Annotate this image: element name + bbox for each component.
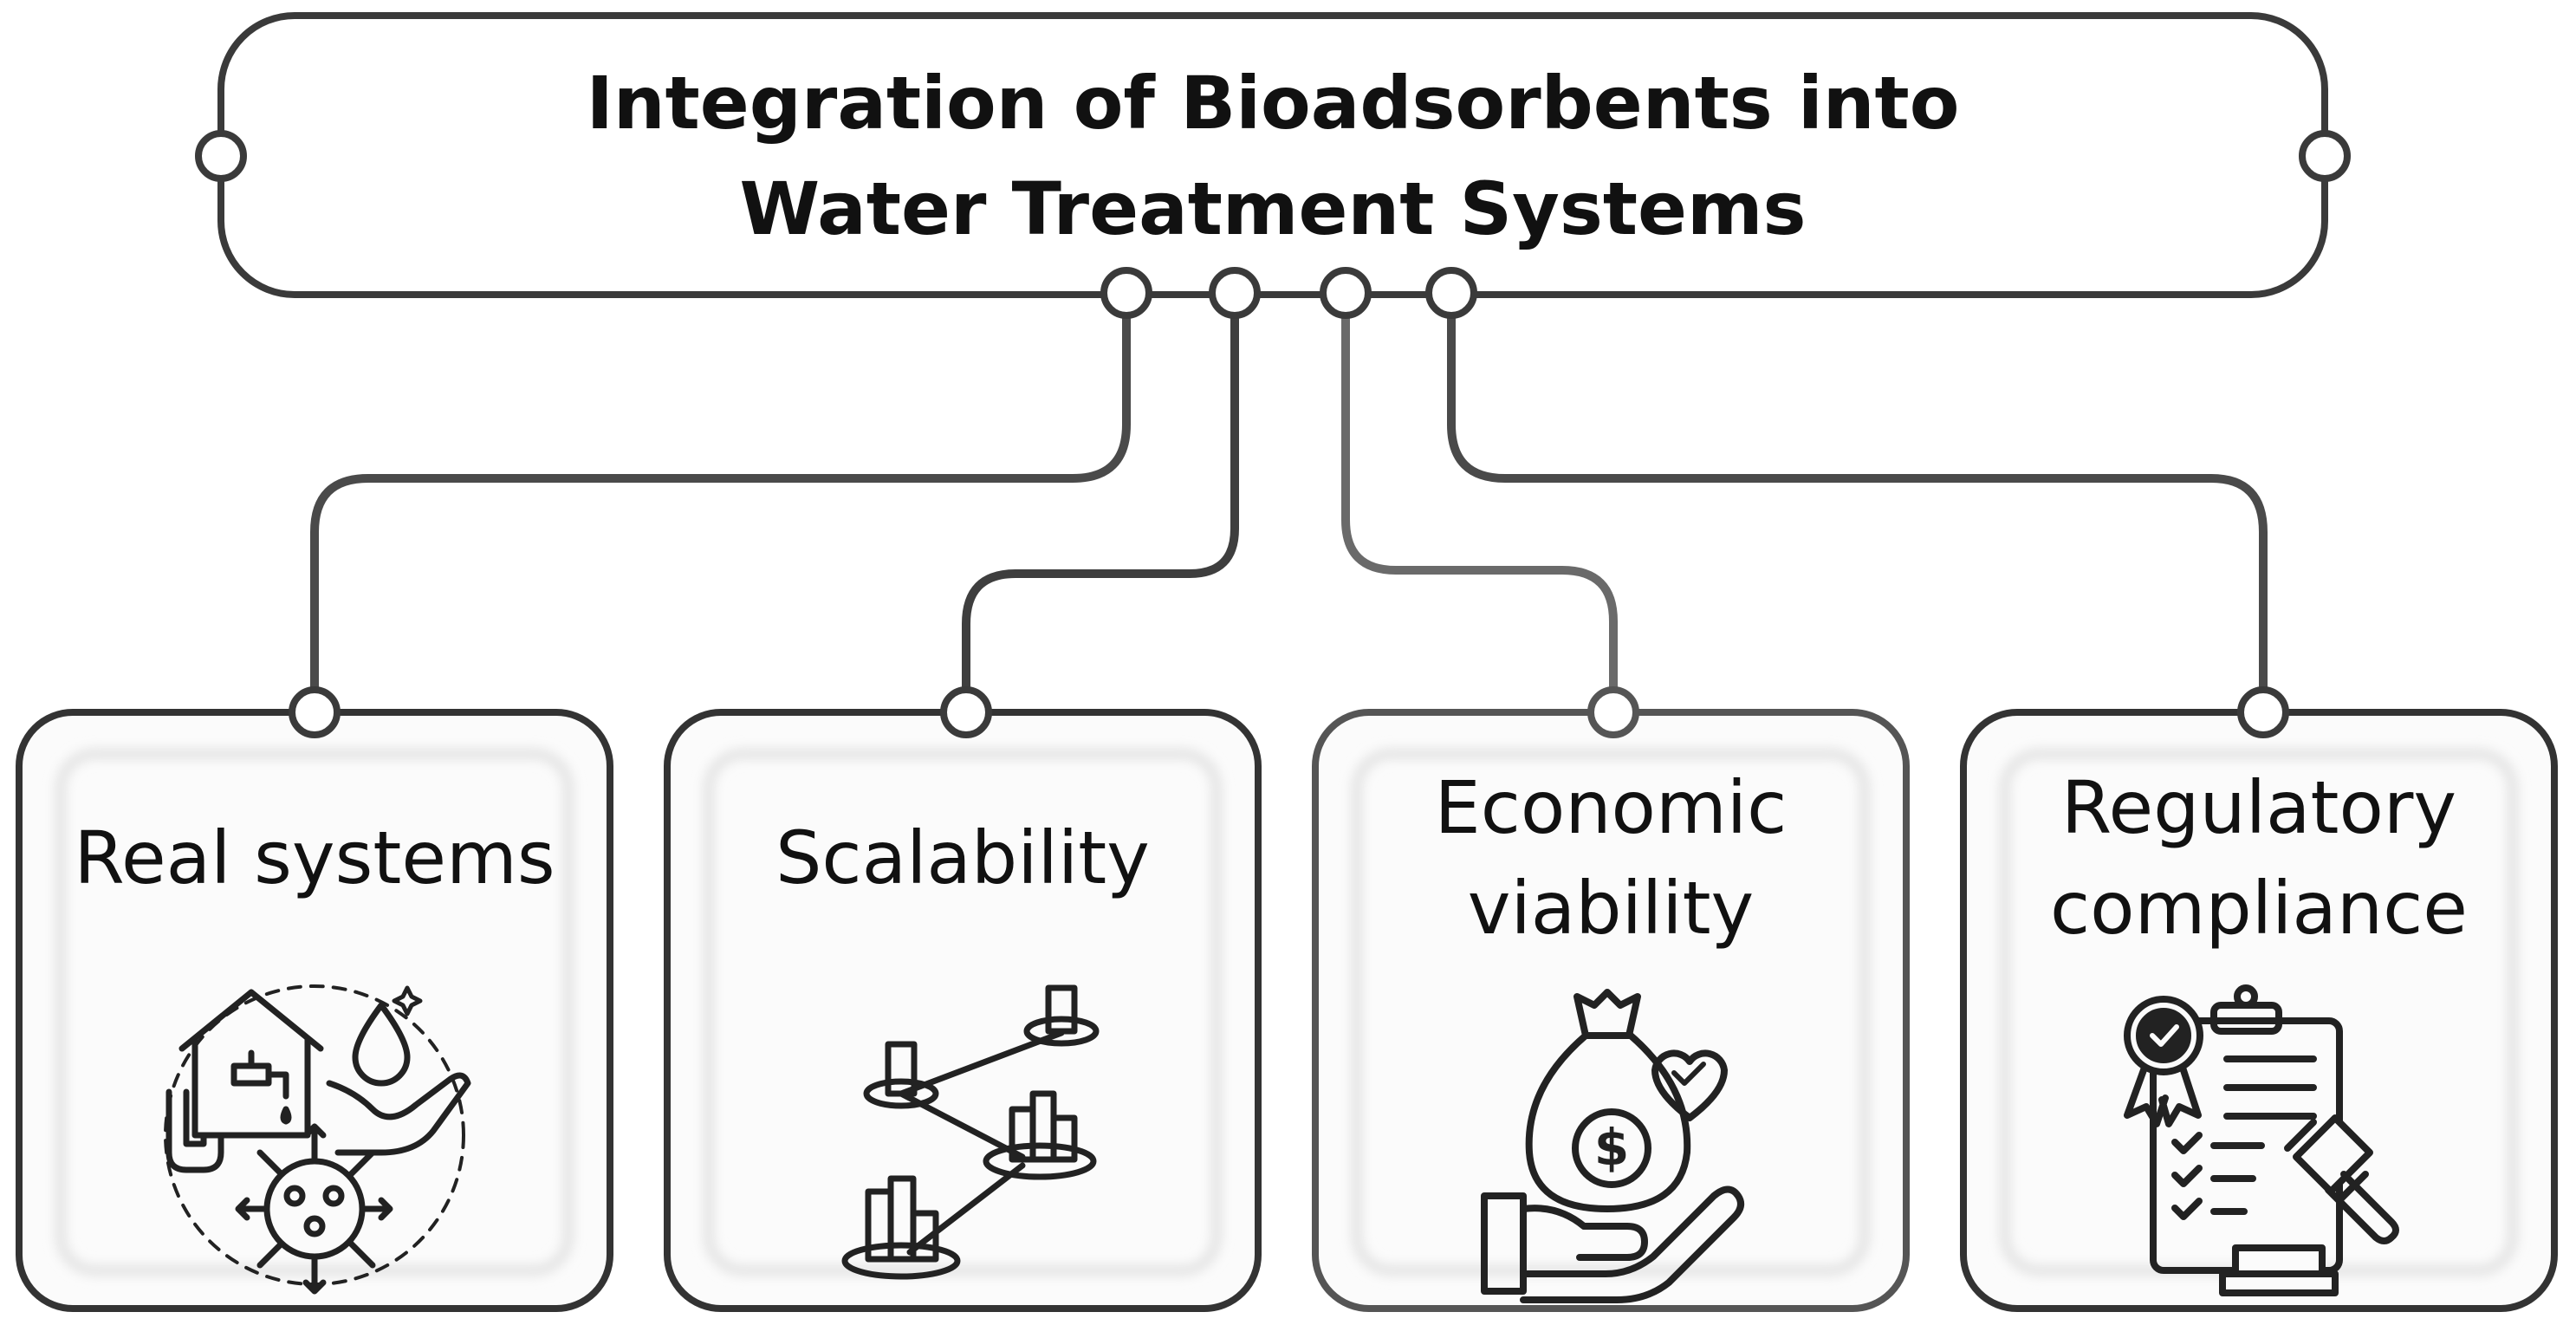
card-label-line: Economic	[1434, 765, 1788, 850]
title-line-2: Water Treatment Systems	[739, 166, 1807, 251]
card-label-line: viability	[1467, 866, 1755, 951]
connector-scalability	[962, 317, 1239, 711]
svg-text:$: $	[1594, 1118, 1629, 1177]
connector-economic-viability	[1341, 317, 1618, 711]
money-bag-hand-icon: $	[1481, 989, 1745, 1303]
card-label-economic-viability: Economic viability	[1315, 745, 1906, 971]
card-node-4	[2237, 686, 2289, 738]
card-label-regulatory-compliance: Regulatory compliance	[1963, 745, 2554, 971]
card-label-line: compliance	[2050, 866, 2468, 951]
card-node-1	[289, 686, 341, 738]
connector-regulatory-compliance	[1447, 317, 2268, 711]
card-label-line: Scalability	[775, 815, 1150, 900]
title-node-2	[1209, 267, 1261, 319]
connector-real-systems	[310, 317, 1131, 711]
card-node-3	[1587, 686, 1639, 738]
title-node-3	[1320, 267, 1372, 319]
clipboard-gavel-icon	[2124, 984, 2399, 1296]
card-scalability	[664, 709, 1262, 1312]
scalability-chart-icon	[841, 984, 1100, 1280]
title-node-1	[1100, 267, 1152, 319]
title-left-node	[195, 130, 247, 182]
card-label-line: Real systems	[74, 815, 555, 900]
title-line-1: Integration of Bioadsorbents into	[586, 60, 1960, 146]
card-label-line: Regulatory	[2060, 765, 2457, 850]
card-node-2	[940, 686, 992, 738]
card-label-real-systems: Real systems	[19, 758, 610, 958]
card-label-scalability: Scalability	[667, 758, 1258, 958]
title-box: Integration of Bioadsorbents into Water …	[221, 19, 2325, 292]
title-node-4	[1425, 267, 1477, 319]
title-right-node	[2299, 130, 2351, 182]
water-system-icon	[164, 984, 471, 1295]
